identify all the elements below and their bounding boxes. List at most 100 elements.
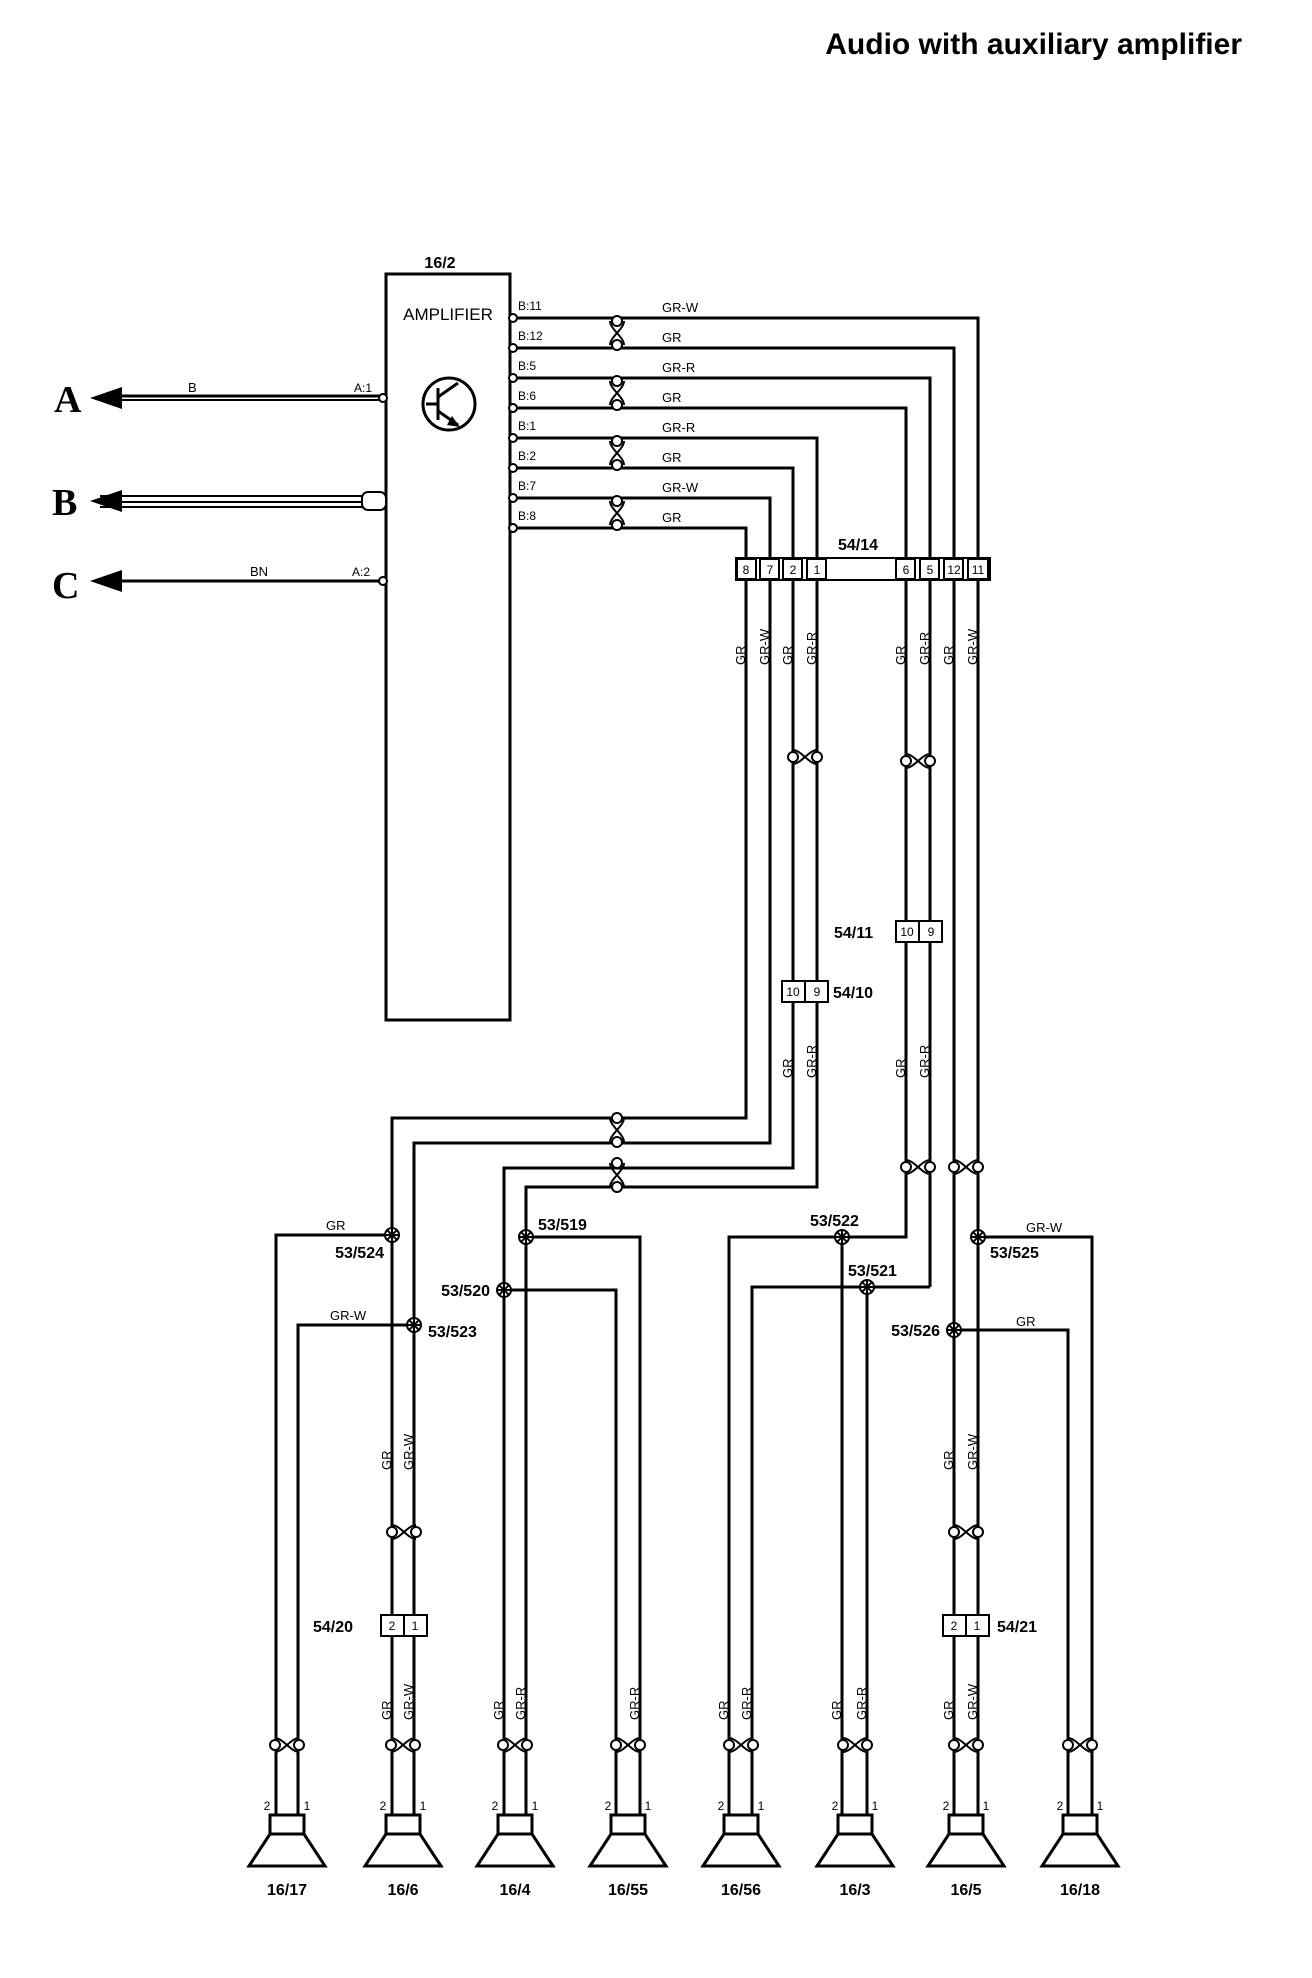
amplifier-name: AMPLIFIER <box>403 305 493 324</box>
connection-letter-c: C <box>52 565 79 607</box>
pin-label: B:8 <box>518 509 536 523</box>
connection-letter-a: A <box>54 379 82 421</box>
wire-label: GR-R <box>917 632 932 665</box>
connection-a: A B A:1 <box>54 379 388 421</box>
splice-label: 53/524 <box>335 1245 384 1262</box>
wire-label: GR-R <box>917 1045 932 1078</box>
connection-c: C BN A:2 <box>52 564 388 607</box>
pin-number: 2 <box>1057 1799 1064 1813</box>
wire-label: GR <box>780 1059 795 1079</box>
speaker-16-17: 2 1 16/17 <box>246 1799 328 1899</box>
pin-number: 2 <box>790 563 797 577</box>
pin-number: 1 <box>304 1799 311 1813</box>
pin-number: 2 <box>380 1799 387 1813</box>
pin-number: 10 <box>900 925 914 939</box>
pin-number: 9 <box>814 985 821 999</box>
splices: 53/524 GR 53/523 GR-W 53/520 53/519 53/5… <box>326 1213 1063 1341</box>
wire-label: GR-R <box>804 632 819 665</box>
pin-number: 2 <box>832 1799 839 1813</box>
wire-label: GR <box>941 1451 956 1471</box>
splice-label: 53/519 <box>538 1217 587 1234</box>
wire-label: GR <box>662 510 682 525</box>
wire-label: GR-R <box>854 1687 869 1720</box>
wire-label: B <box>188 380 197 395</box>
connector-id: 54/10 <box>833 985 873 1002</box>
wire-label: GR <box>379 1701 394 1721</box>
wire-label: GR <box>716 1701 731 1721</box>
wire-label: GR-W <box>330 1308 367 1323</box>
wire-label: GR <box>941 646 956 666</box>
wire-label: GR-R <box>804 1045 819 1078</box>
pin-number: 1 <box>532 1799 539 1813</box>
vertical-wire-labels: GR GR-W GR GR-R GR GR-R GR GR-W <box>733 628 980 665</box>
pin-number: 1 <box>758 1799 765 1813</box>
pin-label: A:2 <box>352 565 370 579</box>
wire-label: GR-R <box>627 1687 642 1720</box>
pin-number: 8 <box>743 563 750 577</box>
speaker-id: 16/5 <box>950 1882 981 1899</box>
pin-number: 9 <box>928 925 935 939</box>
amplifier-id: 16/2 <box>424 255 455 272</box>
wire-label: GR-W <box>662 480 699 495</box>
speaker-16-55: 2 1 16/55 <box>587 1799 669 1899</box>
splice-53-523: 53/523 GR-W <box>330 1308 477 1341</box>
lower-left-routing <box>390 580 819 1325</box>
speaker-id: 16/6 <box>387 1882 418 1899</box>
lower-pair-labels: GR GR-W GR GR-W <box>379 1433 984 1540</box>
speaker-16-18: 2 1 16/18 <box>1039 1799 1121 1899</box>
wire-segment <box>390 1636 980 1815</box>
wire-label: GR-W <box>1026 1220 1063 1235</box>
splice-label: 53/520 <box>441 1283 490 1300</box>
wire-label: GR-W <box>401 1433 416 1470</box>
pin-number: 1 <box>814 563 821 577</box>
pin-label: A:1 <box>354 381 372 395</box>
wire-label: GR <box>326 1218 346 1233</box>
pin-number: 5 <box>927 563 934 577</box>
connector-id: 54/21 <box>997 1619 1037 1636</box>
amplifier-output-wires: B:11 B:12 B:5 B:6 B:1 B:2 B:7 B:8 GR-W G… <box>508 299 980 558</box>
connector-54-14: 8 7 2 1 6 5 12 11 54/14 <box>735 537 991 581</box>
wire-label: GR <box>893 1059 908 1079</box>
pin-number: 11 <box>972 563 985 577</box>
wire-label: GR-R <box>662 360 695 375</box>
speaker-16-5: 2 1 16/5 <box>925 1799 1007 1899</box>
connector-id: 54/20 <box>313 1619 353 1636</box>
connector-54-20: 2 1 54/20 <box>313 1614 428 1637</box>
speaker-id: 16/17 <box>267 1882 307 1899</box>
pin-number: 2 <box>718 1799 725 1813</box>
wire-segment <box>904 942 932 1287</box>
pin-number: 6 <box>903 563 910 577</box>
wire-label: GR <box>733 646 748 666</box>
connector-54-21: 2 1 54/21 <box>942 1614 1037 1637</box>
speaker-wire-twists: GR GR-W GR GR-R GR-R GR GR-R GR GR-R GR … <box>269 1683 1098 1753</box>
speaker-id: 16/55 <box>608 1882 648 1899</box>
splice-branches-right <box>840 1235 1094 1815</box>
speaker-16-4: 2 1 16/4 <box>474 1799 556 1899</box>
wire-label: GR <box>941 1701 956 1721</box>
pin-number: 2 <box>943 1799 950 1813</box>
pin-number: 2 <box>492 1799 499 1813</box>
wire-label: GR-R <box>662 420 695 435</box>
connection-letter-b: B <box>52 482 77 524</box>
wire-label: GR-W <box>965 628 980 665</box>
pin-label: B:11 <box>518 299 542 313</box>
pin-label: B:6 <box>518 389 536 403</box>
splice-label: 53/526 <box>891 1323 940 1340</box>
connector-id: 54/14 <box>838 537 878 554</box>
splice-53-519: 53/519 <box>518 1217 587 1245</box>
wire-label: GR-W <box>401 1683 416 1720</box>
splice-53-521: 53/521 <box>848 1263 897 1295</box>
connection-b: B <box>52 482 387 524</box>
pin-number: 2 <box>951 1619 958 1633</box>
splice-label: 53/525 <box>990 1245 1039 1262</box>
wire-label: GR <box>829 1701 844 1721</box>
pin-number: 1 <box>412 1619 419 1633</box>
speakers: 2 1 16/17 2 1 16/6 2 1 16/4 2 1 16/55 <box>246 1799 1121 1899</box>
pin-number: 1 <box>872 1799 879 1813</box>
pin-label: B:7 <box>518 479 536 493</box>
wire-label: BN <box>250 564 268 579</box>
transistor-icon <box>421 376 477 432</box>
wire-label: GR-W <box>757 628 772 665</box>
wire-label: GR-R <box>513 1687 528 1720</box>
pin-number: 2 <box>605 1799 612 1813</box>
